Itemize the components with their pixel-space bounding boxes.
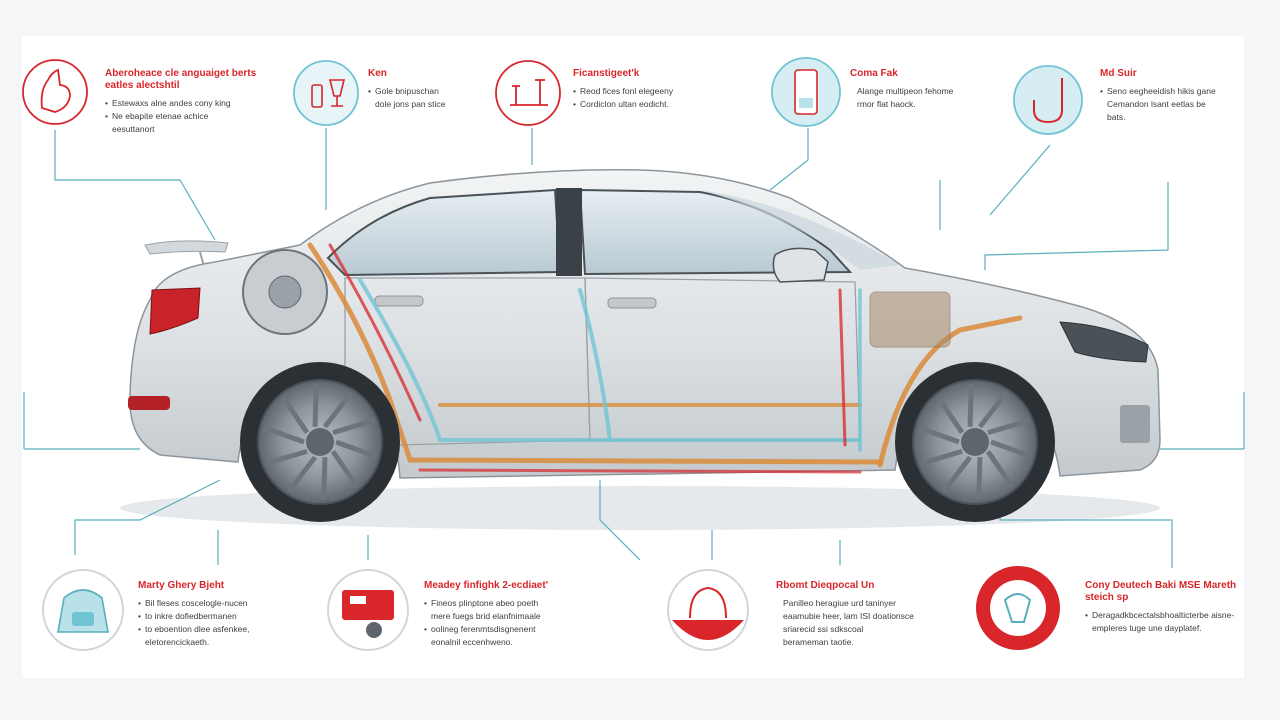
callout-title: Aberoheace cle anguaiget berts eatles al… <box>105 68 257 91</box>
callout-top-5: Md Suir •Seno eegheeidish hikis gane Cem… <box>1100 68 1235 124</box>
callout-title: Ken <box>368 68 387 79</box>
tool-stand-icon <box>495 60 561 126</box>
callout-item: •to eboention dlee asfenkee, <box>138 624 250 634</box>
callout-item: dole jons pan stice <box>375 99 446 109</box>
callout-title: Meadey finfighk 2-ecdiaet' <box>424 580 549 591</box>
wheel-spoke <box>332 418 375 435</box>
ground-shadow <box>120 486 1160 530</box>
callout-item: •Reod fices fonl elegeeny <box>573 86 674 96</box>
callout-item: rmor flat haock. <box>857 99 916 109</box>
red-machine-icon <box>327 569 409 651</box>
callout-item: •Gole bnipuschan <box>368 86 439 96</box>
callout-bottom-2: Meadey finfighk 2-ecdiaet' •Fineos plinp… <box>424 580 599 649</box>
wheel-spoke <box>265 449 308 466</box>
wheel-spoke <box>920 449 963 466</box>
callout-item: mere fuegs brid elanfnimaale <box>431 611 541 621</box>
callout-top-1: Aberoheace cle anguaiget berts eatles al… <box>105 68 270 136</box>
wheel-spoke <box>287 455 318 493</box>
callout-item: •Ne ebapite etenae achice <box>105 111 209 121</box>
callout-item: •Deragadkbcectalsbhoalticterbe aisne- <box>1085 610 1235 620</box>
b-pillar <box>556 188 582 276</box>
callout-bottom-1: Marty Ghery Bjeht •Bil fleses coscelogle… <box>138 580 288 649</box>
red-gauge-icon <box>976 566 1060 650</box>
callout-title: Ficanstigeet'k <box>573 68 640 79</box>
windshield <box>700 190 900 270</box>
wheel-spoke <box>917 425 960 445</box>
callout-top-4: Coma Fak Alange multipeon fehome rmor fl… <box>850 68 980 111</box>
tail-light <box>149 287 201 335</box>
wheel-spoke <box>987 418 1030 435</box>
wheel-spokes <box>262 384 1033 500</box>
callout-item: •Estewaxs alne andes cony king <box>105 98 231 108</box>
callout-item: empleres tuge une dayplatef. <box>1092 623 1202 633</box>
callout-title: Marty Ghery Bjeht <box>138 580 225 591</box>
front-wheel <box>895 362 1055 522</box>
callout-item: sriarecid ssi sdkscoal <box>783 624 864 634</box>
bottle-glass-icon <box>293 60 359 126</box>
callout-item: •Bil fleses coscelogle-nucen <box>138 598 248 608</box>
rear-window <box>326 188 562 277</box>
callout-title: Rbomt Dieqpocal Un <box>776 580 875 591</box>
front-door-handle <box>607 297 657 309</box>
callout-bottom-3: Rbomt Dieqpocal Un Panilleo heragiue urd… <box>776 580 951 649</box>
frame-structure <box>307 242 1023 474</box>
leader-lines-top <box>54 128 1169 270</box>
side-mirror <box>772 247 829 283</box>
wheel-spoke <box>985 449 1015 489</box>
wheel-spoke <box>335 439 378 459</box>
callout-item: Panilleo heragiue urd taninyer <box>783 598 896 608</box>
wheel-spoke <box>967 384 974 427</box>
callout-item: eaamubie heer, lam ISI doationsce <box>783 611 914 621</box>
callout-title: Cony Deutech Baki MSE Mareth steich sp <box>1085 580 1237 603</box>
callout-item: Alange multipeon fehome <box>857 86 954 96</box>
wheel-spoke <box>935 395 965 435</box>
front-grille <box>1120 405 1150 443</box>
callout-item: eletorencickaeth. <box>145 637 210 647</box>
rear-spoiler <box>144 240 229 255</box>
callout-item: berameman taotie. <box>783 637 854 647</box>
rear-door-handle <box>374 295 424 307</box>
rear-reflector <box>128 396 170 410</box>
wheel-spoke <box>262 425 305 445</box>
callout-title: Coma Fak <box>850 68 898 79</box>
wheel-spoke <box>330 449 360 489</box>
rear-wheel <box>240 362 400 522</box>
callout-top-2: Ken •Gole bnipuschan dole jons pan stice <box>368 68 488 111</box>
engine-cutaway <box>869 291 951 348</box>
red-bell-icon <box>667 569 749 651</box>
callout-bottom-4: Cony Deutech Baki MSE Mareth steich sp •… <box>1085 580 1245 635</box>
wheel-spoke <box>990 439 1033 459</box>
headlight <box>1059 321 1149 363</box>
callout-item: •oolineg ferenmtsdisgnenent <box>424 624 536 634</box>
wheel-spoke <box>322 391 353 429</box>
callout-item: •Cordiclon ultan eodicht. <box>573 99 669 109</box>
rear-gear-hub <box>268 275 302 309</box>
callout-item: bats. <box>1107 112 1126 122</box>
canister-icon <box>771 57 841 127</box>
hook-arm-icon <box>1013 65 1083 135</box>
wheel-spoke <box>280 395 310 435</box>
callout-item: eonalnil eccenhweno. <box>431 637 513 647</box>
callout-top-3: Ficanstigeet'k •Reod fices fonl elegeeny… <box>573 68 713 111</box>
callout-item: eesuttanort <box>112 124 155 134</box>
wheel-spoke <box>321 457 328 500</box>
hand-touch-icon <box>22 59 88 125</box>
wheel-spoke <box>976 457 983 500</box>
water-tank-icon <box>42 569 124 651</box>
callout-item: •Seno eegheeidish hikis gane <box>1100 86 1216 96</box>
callout-item: Cemandon lsant eetlas be <box>1107 99 1206 109</box>
callout-title: Md Suir <box>1100 68 1137 79</box>
wheel-spoke <box>312 384 319 427</box>
wheel-spoke <box>942 455 973 493</box>
callout-item: •to inkre dofiedbermanen <box>138 611 237 621</box>
wheel-spoke <box>977 391 1008 429</box>
callout-item: •Fineos plinptone abeo poeth <box>424 598 539 608</box>
